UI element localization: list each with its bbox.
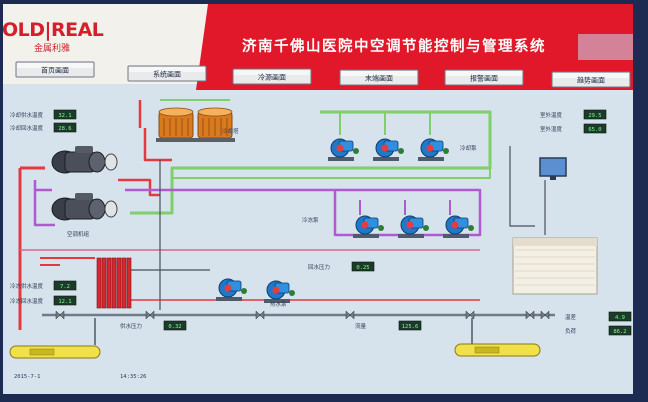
valve-1[interactable]: [145, 310, 155, 320]
control-monitor[interactable]: [539, 157, 567, 180]
chilled-pump-label: 冷冻泵: [302, 216, 319, 224]
bottom-readout-value: 0.32: [168, 324, 181, 330]
cooling-supply-pipe: [130, 110, 492, 215]
left-readout-3: 冷冻回水温度 12.1: [10, 295, 77, 306]
right-readout-label: 室外温度: [540, 111, 563, 119]
nav-button-label: 趋势画面: [577, 76, 605, 85]
hot-pump-2[interactable]: [264, 280, 295, 303]
nav-button-label: 报警画面: [470, 74, 498, 83]
cooling-pump-3[interactable]: [418, 138, 449, 161]
chiller-1[interactable]: [51, 146, 118, 174]
footer-time: 14:35:26: [120, 374, 147, 380]
equipment-group: [9, 107, 598, 359]
left-readout-0: 冷却供水温度 32.1: [10, 109, 77, 120]
chiller-link-pipe: [118, 178, 160, 197]
cooling-tower-label: 冷却塔: [222, 127, 239, 135]
water-tank-left[interactable]: [9, 345, 101, 359]
bottom-readout-label: 供水压力: [120, 322, 142, 330]
chiller-label: 空调机组: [67, 230, 90, 238]
chilled-pump-2[interactable]: [398, 215, 429, 238]
left-supply-pipe: [18, 166, 45, 330]
left-readout-value: 12.1: [58, 299, 71, 305]
right-readout-value: 65.0: [588, 127, 601, 133]
bottom-readout-1: 回水压力 0.25: [308, 261, 375, 272]
nav-bar: 首页画面 系统画面 冷源画面 末端画面 报警画面 趋势画面: [15, 61, 631, 88]
control-line: [128, 160, 210, 310]
valve-6[interactable]: [540, 310, 550, 320]
company-logo-cn: 金属利雅: [34, 42, 70, 54]
screen-glare: [578, 34, 633, 60]
cooling-pump-2[interactable]: [373, 138, 404, 161]
bottom-readout-label: 负荷: [565, 327, 577, 335]
air-handling-unit[interactable]: [512, 237, 598, 295]
chilled-pump-3[interactable]: [443, 215, 474, 238]
nav-button-label: 系统画面: [153, 70, 181, 79]
cooling-return-pipe: [172, 168, 491, 179]
left-readout-1: 冷却回水温度 28.6: [10, 122, 77, 133]
valve-4[interactable]: [465, 310, 475, 320]
left-readout-value: 32.1: [58, 113, 71, 119]
nav-button-label: 冷源画面: [258, 73, 286, 82]
nav-button-label: 末端画面: [365, 74, 393, 83]
system-title: 济南千佛山医院中空调节能控制与管理系统: [242, 37, 546, 55]
bottom-readout-value: 0.25: [356, 265, 369, 271]
cooling-tower-2[interactable]: [195, 107, 235, 142]
left-readout-value: 28.6: [58, 126, 71, 132]
valve-2[interactable]: [255, 310, 265, 320]
hot-pump-1[interactable]: [216, 278, 247, 301]
bottom-readout-label: 流量: [355, 322, 367, 330]
bottom-readout-value: 125.6: [402, 324, 419, 330]
readouts-group: 冷却供水温度 32.1 冷却回水温度 28.6 冷冻供水温度 7.2 冷冻回水温度 12.1 室…: [10, 109, 632, 336]
bottom-readout-3: 温差 4.9: [565, 311, 632, 322]
nav-button-3[interactable]: 末端画面: [339, 69, 419, 86]
nav-button-1[interactable]: 系统画面: [127, 65, 207, 82]
nav-button-5[interactable]: 趋势画面: [551, 71, 631, 88]
pipe-network: [18, 99, 555, 345]
nav-button-0[interactable]: 首页画面: [15, 61, 95, 78]
nav-button-2[interactable]: 冷源画面: [232, 68, 312, 85]
cooling-pump-label: 冷却泵: [460, 144, 477, 152]
cooling-tower-1[interactable]: [156, 107, 196, 142]
valve-3[interactable]: [345, 310, 355, 320]
bottom-readout-value: 4.9: [615, 315, 625, 321]
right-readout-label: 室外湿度: [540, 125, 563, 133]
chiller-2[interactable]: [51, 193, 118, 221]
bottom-readout-label: 回水压力: [308, 263, 330, 271]
heat-exchanger[interactable]: [96, 257, 132, 309]
tower-supply-pipe: [138, 100, 172, 162]
right-readout-value: 29.5: [588, 113, 601, 119]
right-readout-0: 室外温度 29.5: [540, 109, 607, 120]
bottom-readout-2: 流量 125.6: [355, 320, 422, 331]
bottom-readout-label: 温差: [565, 313, 577, 321]
left-readout-label: 冷冻回水温度: [10, 297, 44, 305]
company-logo: OLD|REAL: [2, 19, 104, 41]
cooling-pump-risers: [339, 112, 431, 135]
left-readout-label: 冷冻供水温度: [10, 282, 44, 290]
nav-button-label: 首页画面: [41, 66, 69, 75]
left-readout-label: 冷却供水温度: [10, 111, 44, 119]
left-readout-label: 冷却回水温度: [10, 124, 44, 132]
hot-pump-label: 热水泵: [270, 300, 287, 308]
bottom-readout-value: 86.2: [613, 329, 626, 335]
valve-5[interactable]: [525, 310, 535, 320]
tank-risers: [94, 318, 473, 345]
left-readout-2: 冷冻供水温度 7.2: [10, 280, 77, 291]
valve-0[interactable]: [55, 310, 65, 320]
bottom-readout-4: 负荷 86.2: [565, 325, 632, 336]
left-readout-value: 7.2: [60, 284, 70, 290]
bottom-readout-0: 供水压力 0.32: [120, 320, 187, 331]
chilled-pump-risers: [359, 200, 451, 215]
footer-date: 2015-7-1: [14, 374, 41, 380]
chilled-pump-1[interactable]: [353, 215, 384, 238]
right-readout-1: 室外湿度 65.0: [540, 123, 607, 134]
cooling-pump-1[interactable]: [328, 138, 359, 161]
chiller-chilled-pipe: [33, 180, 55, 227]
radiator-pipe: [40, 257, 95, 266]
nav-button-4[interactable]: 报警画面: [444, 69, 524, 86]
monitor-line: [509, 146, 535, 227]
water-tank-right[interactable]: [454, 343, 541, 357]
